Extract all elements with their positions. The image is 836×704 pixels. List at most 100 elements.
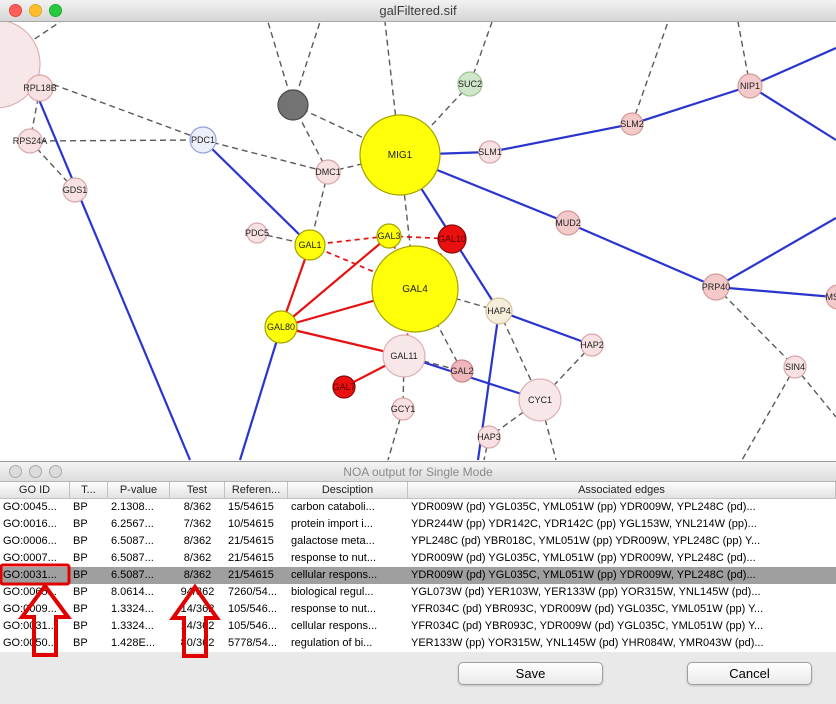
node-label: GAL80 — [267, 322, 295, 332]
node-circle[interactable] — [737, 73, 763, 99]
graph-node-gal1[interactable]: GAL1 — [294, 229, 326, 261]
graph-node-gcy1[interactable]: GCY1 — [391, 397, 416, 421]
node-label: HAP4 — [487, 306, 511, 316]
graph-edge-blue — [403, 354, 541, 402]
cell-type: BP — [73, 586, 88, 598]
node-circle[interactable] — [620, 112, 644, 136]
graph-node-gal10[interactable]: GAL10 — [437, 224, 467, 254]
graph-node-gal4[interactable]: GAL4 — [371, 245, 459, 333]
graph-node-pdc5[interactable]: PDC5 — [245, 222, 269, 244]
cell-reference: 7260/54... — [228, 586, 277, 598]
graph-node-sin4[interactable]: SIN4 — [783, 355, 807, 379]
zoom-button[interactable] — [49, 465, 62, 478]
close-button[interactable] — [9, 465, 22, 478]
traffic-lights — [9, 4, 62, 17]
graph-edge-blue — [498, 309, 593, 347]
graph-node-hap3[interactable]: HAP3 — [477, 425, 501, 449]
graph-node-gds1[interactable]: GDS1 — [62, 177, 88, 203]
column-header-reference[interactable]: Referen... — [225, 482, 288, 498]
graph-node-unlabeled[interactable] — [277, 89, 309, 121]
graph-node-gal2[interactable]: GAL2 — [450, 359, 474, 383]
node-circle[interactable] — [17, 128, 43, 154]
node-label: GAL10 — [438, 234, 466, 244]
graph-node-pdc1[interactable]: PDC1 — [189, 126, 217, 154]
node-circle[interactable] — [783, 355, 807, 379]
graph-node-gal11[interactable]: GAL11 — [382, 334, 426, 378]
cell-go-id: GO:0016... — [3, 518, 57, 530]
graph-node-dmc1[interactable]: DMC1 — [315, 159, 341, 185]
cell-p-value: 6.5087... — [111, 569, 154, 581]
node-circle[interactable] — [332, 375, 356, 399]
minimize-button[interactable] — [29, 4, 42, 17]
graph-node-gal7[interactable]: GAL7 — [332, 375, 356, 399]
node-circle[interactable] — [477, 425, 501, 449]
node-circle[interactable] — [825, 284, 836, 310]
graph-edge-red — [280, 235, 390, 328]
node-circle[interactable] — [189, 126, 217, 154]
graph-node-prp40[interactable]: PRP40 — [702, 273, 731, 301]
graph-node-rps24a[interactable]: RPS24A — [13, 128, 48, 154]
graph-node-hap4[interactable]: HAP4 — [485, 297, 513, 325]
graph-node-suc2[interactable]: SUC2 — [457, 71, 483, 97]
node-circle[interactable] — [359, 114, 441, 196]
node-circle[interactable] — [26, 74, 54, 102]
graph-node-mig1[interactable]: MIG1 — [359, 114, 441, 196]
column-header-test[interactable]: Test — [170, 482, 225, 498]
graph-node-rpl18b[interactable]: RPL18B — [23, 74, 57, 102]
save-button[interactable]: Save — [458, 662, 603, 685]
cancel-button[interactable]: Cancel — [687, 662, 812, 685]
column-header-p-value[interactable]: P-value — [108, 482, 170, 498]
graph-node-slm1[interactable]: SLM1 — [478, 140, 502, 164]
column-header-type[interactable]: T... — [70, 482, 108, 498]
node-circle[interactable] — [702, 273, 730, 301]
node-circle[interactable] — [457, 71, 483, 97]
node-circle[interactable] — [478, 140, 502, 164]
graph-window-titlebar: galFiltered.sif — [0, 0, 836, 22]
node-circle[interactable] — [376, 223, 402, 249]
column-header-go-id[interactable]: GO ID — [0, 482, 70, 498]
graph-node-slm2[interactable]: SLM2 — [620, 112, 644, 136]
node-circle[interactable] — [62, 177, 88, 203]
node-circle[interactable] — [580, 333, 604, 357]
node-circle[interactable] — [246, 222, 268, 244]
node-circle[interactable] — [391, 397, 415, 421]
node-circle[interactable] — [277, 89, 309, 121]
minimize-button[interactable] — [29, 465, 42, 478]
node-label: GAL2 — [450, 366, 473, 376]
node-circle[interactable] — [264, 310, 298, 344]
graph-node-gal3[interactable]: GAL3 — [376, 223, 402, 249]
cell-type: BP — [73, 535, 88, 547]
node-circle[interactable] — [555, 210, 581, 236]
close-button[interactable] — [9, 4, 22, 17]
node-circle[interactable] — [485, 297, 513, 325]
graph-node-cyc1[interactable]: CYC1 — [518, 378, 562, 422]
node-circle[interactable] — [450, 359, 474, 383]
node-circle[interactable] — [294, 229, 326, 261]
zoom-button[interactable] — [49, 4, 62, 17]
column-header-associated-edges[interactable]: Associated edges — [408, 482, 836, 498]
node-circle[interactable] — [518, 378, 562, 422]
node-circle[interactable] — [315, 159, 341, 185]
node-circle[interactable] — [437, 224, 467, 254]
graph-node-mud2[interactable]: MUD2 — [555, 210, 581, 236]
cell-test: 94/362 — [180, 586, 215, 598]
graph-edge-dash — [29, 139, 204, 142]
graph-node-hap2[interactable]: HAP2 — [580, 333, 604, 357]
column-header-description[interactable]: Desciption — [288, 482, 408, 498]
graph-node-msn4[interactable]: MSN4 — [825, 284, 836, 310]
node-circle[interactable] — [371, 245, 459, 333]
cell-go-id: GO:0007... — [3, 552, 57, 564]
node-circle[interactable] — [382, 334, 426, 378]
graph-node-nip1[interactable]: NIP1 — [737, 73, 763, 99]
graph-node-gal80[interactable]: GAL80 — [264, 310, 298, 344]
